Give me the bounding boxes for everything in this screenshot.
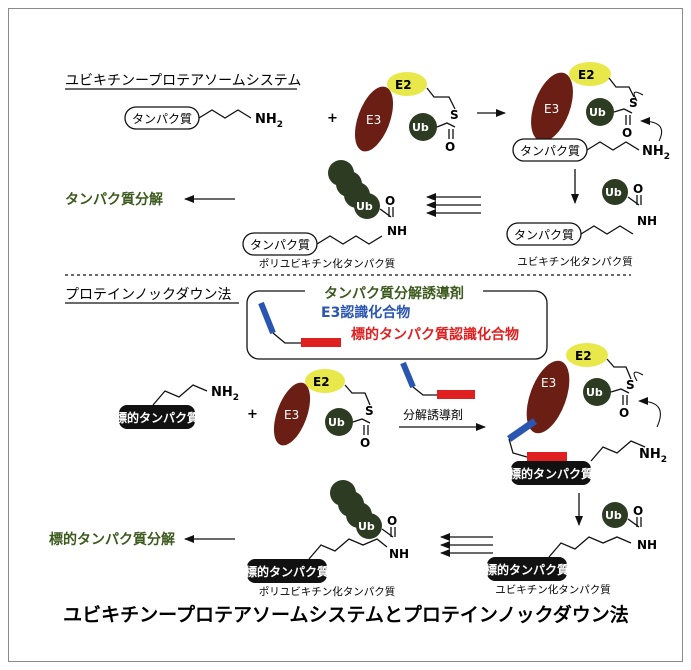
poly-ubiquitinated-target: Ub O NH 標的タンパク質 bbox=[245, 480, 409, 583]
svg-text:標的タンパク質: 標的タンパク質 bbox=[509, 466, 593, 481]
mono-ubiquitinated-protein: Ub O NH タンパク質 bbox=[506, 179, 657, 246]
mono-ubiquitinated-target: Ub O NH 標的タンパク質 bbox=[485, 502, 657, 581]
poly-ub-label-bottom: ポリユビキチン化タンパク質 bbox=[259, 585, 396, 598]
multi-step-arrows-bottom bbox=[440, 533, 493, 557]
target-ligand-label: 標的タンパク質認識化合物 bbox=[351, 326, 519, 343]
ternary-complex: E3 E2 Ub S O 標的タンパク質 NH2 bbox=[507, 343, 667, 485]
svg-text:NH2: NH2 bbox=[211, 385, 239, 403]
degradation-label-top: タンパク質分解 bbox=[65, 191, 163, 208]
e3-e2-ub-complex-bottom: E3 E2 Ub S O bbox=[273, 369, 374, 450]
mono-ub-label-top: ユビキチン化タンパク質 bbox=[517, 255, 633, 268]
target-ligand-bar bbox=[301, 338, 341, 347]
svg-text:Ub: Ub bbox=[328, 416, 345, 429]
degrader-title: タンパク質分解誘導剤 bbox=[324, 285, 464, 302]
svg-text:O: O bbox=[633, 504, 643, 518]
inducer-label: 分解誘導剤 bbox=[403, 407, 463, 422]
ub-label: Ub bbox=[412, 121, 429, 134]
plus-sign: + bbox=[327, 111, 338, 126]
svg-text:Ub: Ub bbox=[356, 200, 373, 213]
e3-e2-ub-complex-bound: E3 E2 Ub S O bbox=[531, 62, 663, 142]
e2-label: E2 bbox=[395, 78, 412, 92]
svg-text:Ub: Ub bbox=[605, 186, 622, 199]
svg-text:NH2: NH2 bbox=[639, 447, 667, 465]
top-section-title: ユビキチンープロテアソームシステム bbox=[65, 73, 301, 89]
svg-text:O: O bbox=[619, 406, 629, 420]
svg-text:O: O bbox=[633, 182, 643, 196]
svg-text:NH2: NH2 bbox=[642, 144, 670, 162]
multi-step-arrows-top bbox=[426, 193, 481, 217]
ub-label-2: Ub bbox=[589, 106, 606, 119]
svg-text:標的タンパク質: 標的タンパク質 bbox=[485, 562, 569, 577]
svg-text:標的タンパク質: 標的タンパク質 bbox=[115, 410, 199, 425]
svg-text:NH: NH bbox=[637, 214, 657, 228]
ubiquitin bbox=[409, 113, 437, 141]
svg-text:S: S bbox=[626, 378, 635, 392]
figure-frame: ユビキチンープロテアソームシステム タンパク質 NH2 + E3 E2 Ub S… bbox=[8, 8, 683, 662]
svg-text:S: S bbox=[365, 404, 374, 418]
svg-text:S: S bbox=[629, 96, 638, 110]
e2-enzyme bbox=[387, 72, 427, 96]
protein-substrate: タンパク質 bbox=[124, 106, 200, 130]
svg-text:E3: E3 bbox=[541, 376, 556, 390]
nh2-label: NH2 bbox=[255, 112, 283, 130]
e3-label-2: E3 bbox=[544, 102, 559, 116]
svg-text:タンパク質: タンパク質 bbox=[250, 237, 310, 252]
svg-text:+: + bbox=[247, 407, 258, 422]
svg-text:E3: E3 bbox=[284, 408, 299, 422]
e3-e2-ub-complex: E3 E2 Ub S O bbox=[354, 72, 459, 154]
svg-text:Ub: Ub bbox=[586, 386, 603, 399]
target-protein-substrate: 標的タンパク質 NH2 bbox=[115, 384, 239, 429]
e3-label: E3 bbox=[366, 113, 381, 127]
svg-text:Ub: Ub bbox=[605, 509, 622, 522]
svg-text:NH: NH bbox=[637, 538, 657, 552]
e2-label-2: E2 bbox=[578, 68, 595, 82]
svg-text:標的タンパク質: 標的タンパク質 bbox=[245, 564, 329, 579]
svg-text:O: O bbox=[385, 194, 395, 208]
e3-ligand-label: E3認識化合物 bbox=[321, 304, 410, 321]
degrader-molecule bbox=[400, 361, 475, 399]
svg-text:O: O bbox=[387, 514, 397, 528]
carbonyl-o: O bbox=[445, 140, 455, 154]
e3-ligand-bar bbox=[258, 301, 276, 335]
svg-text:O: O bbox=[360, 436, 370, 450]
e3-ligase bbox=[354, 86, 394, 152]
svg-text:タンパク質: タンパク質 bbox=[514, 227, 574, 242]
poly-ubiquitinated-protein: Ub O NH タンパク質 bbox=[242, 160, 407, 256]
figure-caption: ユビキチンープロテアソームシステムとプロテインノックダウン法 bbox=[63, 603, 629, 626]
svg-text:E2: E2 bbox=[313, 375, 330, 389]
bottom-section-title: プロテインノックダウン法 bbox=[65, 287, 231, 303]
degradation-label-bottom: 標的タンパク質分解 bbox=[49, 531, 175, 548]
svg-text:NH: NH bbox=[389, 547, 409, 561]
protein-label: タンパク質 bbox=[132, 111, 192, 126]
mono-ub-label-bottom: ユビキチン化タンパク質 bbox=[495, 583, 611, 596]
svg-text:E2: E2 bbox=[575, 349, 592, 363]
svg-text:Ub: Ub bbox=[358, 520, 375, 533]
degrader-legend-box: タンパク質分解誘導剤 E3認識化合物 標的タンパク質認識化合物 bbox=[246, 285, 548, 360]
lysine-chain bbox=[198, 109, 252, 119]
diagram-canvas: ユビキチンープロテアソームシステム タンパク質 NH2 + E3 E2 Ub S… bbox=[49, 62, 670, 626]
svg-text:NH: NH bbox=[387, 224, 407, 238]
thioester-s: S bbox=[450, 108, 459, 122]
poly-ub-label-top: ポリユビキチン化タンパク質 bbox=[259, 257, 396, 270]
svg-text:O: O bbox=[622, 126, 632, 140]
svg-text:タンパク質: タンパク質 bbox=[520, 143, 580, 158]
protein-substrate-bound: タンパク質 bbox=[512, 138, 588, 162]
